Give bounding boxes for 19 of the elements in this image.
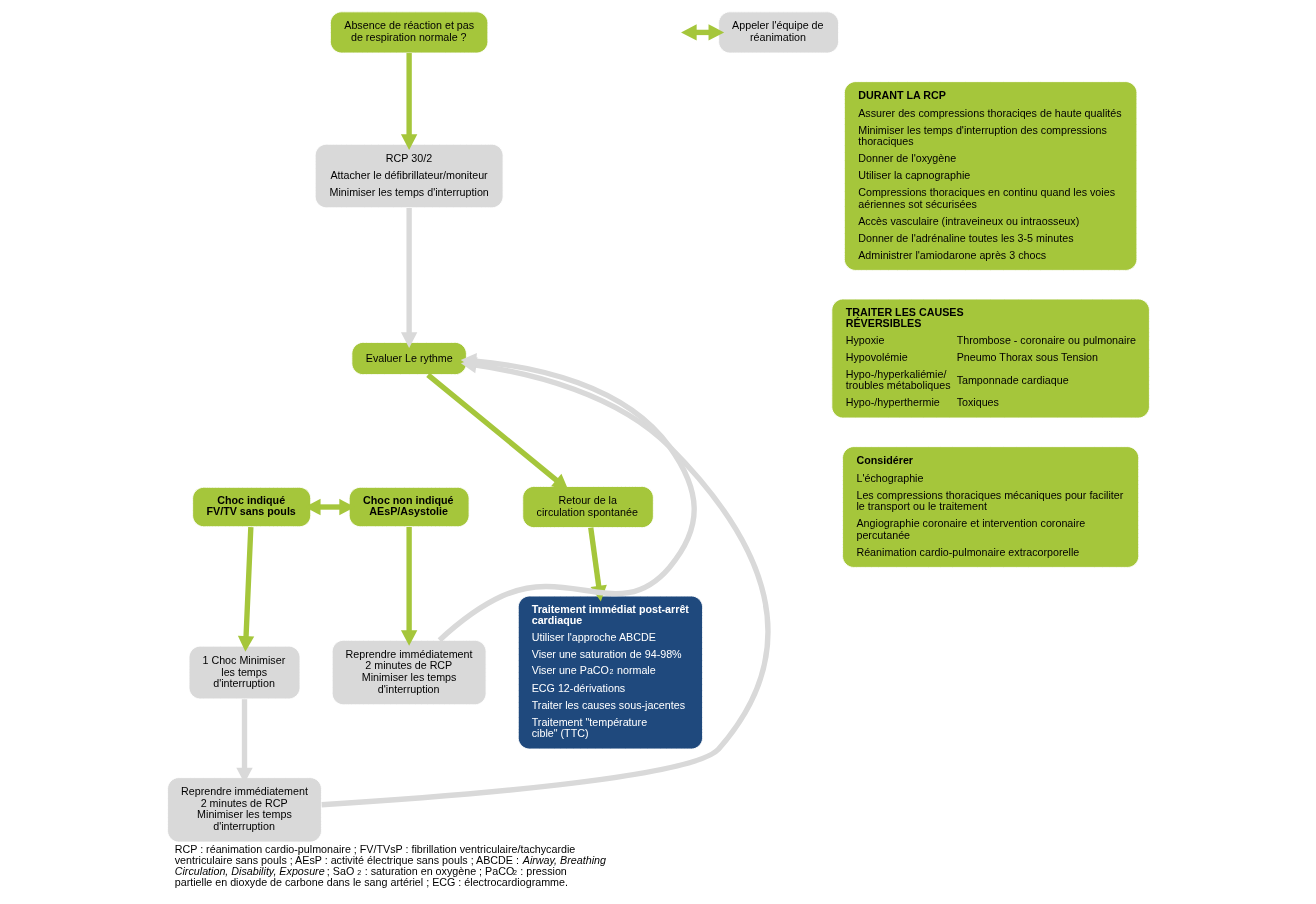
arrow <box>237 526 254 652</box>
arrow <box>425 372 568 490</box>
node-box: 1 Choc Minimiser les temps d'interruption <box>188 645 300 700</box>
arrow <box>400 53 417 150</box>
node-box: DURANT LA RCP Assurer des compressions thoraciqes de haute qualités Minimiser les temps d'interruption des compressions thoraciques Donner de l'oxygène Utiliser la capnographie Compressions thoraciques en continu quand les voies aériennes sot sécurisées Accès vasculaire (intraveineux ou intraosseux) Donner de l'adrénaline toutes les 3-5 minutes Administrer l'amiodarone après 3 chocs <box>843 81 1137 271</box>
node-box: Retour de la circulation spontanée <box>521 486 654 529</box>
node-box: Appeler l'équipe de réanimation <box>717 11 839 54</box>
node-box: Reprendre immédiatement 2 minutes de RCP Minimiser les temps d'interruption <box>331 639 486 706</box>
arrow <box>400 527 417 646</box>
node-box: Considérer L'échographie Les compressions thoraciques mécaniques pour faciliter le transport ou le traitement Angiographie coronaire et intervention coronaire percutanée Réanimation cardio-pulmonaire extracorporelle <box>841 446 1139 568</box>
node-box: Choc non indiqué AEsP/Asystolie <box>348 486 469 528</box>
arrow <box>437 353 697 643</box>
node-box: Reprendre immédiatement 2 minutes de RCP Minimiser les temps d'interruption <box>166 777 322 843</box>
node-box: Choc indiqué FV/TV sans pouls <box>191 486 311 528</box>
node-box: Absence de réaction et pas de respiration normale ? <box>329 11 488 54</box>
node-box: Evaluer Le rythme <box>350 341 467 376</box>
node-box: RCP 30/2 Attacher le défibrillateur/moniteur Minimiser les temps d'interruption <box>314 143 503 209</box>
arrow <box>680 24 724 41</box>
arrow <box>400 208 417 348</box>
